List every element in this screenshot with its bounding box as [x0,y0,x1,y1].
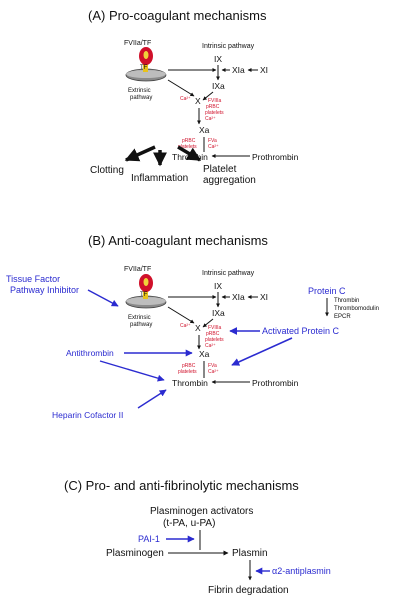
panel-a-title: (A) Pro-coagulant mechanisms [88,8,267,23]
factor-xi: XI [260,65,268,75]
ixa-cofactor-4: Ca²⁺ [205,116,216,122]
tfpi-label-2: Pathway Inhibitor [10,285,79,295]
activator-2: Thrombomodulin [334,306,379,312]
tfpi-label-1: Tissue Factor [6,274,60,284]
fviia-core [143,51,149,59]
xa-left-2: platelets [178,144,197,150]
platelet-top-b [126,297,166,305]
extrinsic-label-b1: Extrinsic [128,315,151,321]
arrow-fviia-to-x [167,79,195,97]
plasminogen: Plasminogen [106,548,164,559]
ixa-cofactor-3: platelets [205,110,224,116]
prothrombin: Prothrombin [252,152,299,162]
antithrombin: Antithrombin [66,348,114,358]
fviia-tf-complex-illustration-b: FVIIa/TF TF [124,266,167,309]
factor-xa-b: Xa [199,349,210,359]
xa-right-b2: Ca²⁺ [208,369,219,375]
ixa-cofactor-b2: pRBC [206,331,220,337]
xa-right-b1: FVa [208,363,217,369]
ixa-cofactor-b4: Ca²⁺ [205,343,216,349]
factor-xi-b: XI [260,292,268,302]
factor-x: X [195,96,201,106]
tf-label-b: TF [140,292,148,298]
factor-ix-b: IX [214,281,222,291]
panel-c: (C) Pro- and anti-fibrinolytic mechanism… [64,478,331,596]
factor-x-b: X [195,323,201,333]
tf-label: TF [140,65,148,71]
arrow-antithrombin-to-thrombin [99,360,165,382]
fviia-tf-label-b: FVIIa/TF [124,266,151,273]
thrombin-b: Thrombin [172,378,208,388]
factor-ixa: IXa [212,81,225,91]
factor-ixa-b: IXa [212,308,225,318]
pai-1: PAI-1 [138,534,160,544]
xa-right-1: FVa [208,138,217,144]
ixa-cofactor-b1: FVIIIa [208,325,222,331]
panel-c-title: (C) Pro- and anti-fibrinolytic mechanism… [64,478,299,493]
clotting: Clotting [90,165,124,176]
intrinsic-label: Intrinsic pathway [202,43,255,50]
factor-xia-b: XIa [232,292,245,302]
activated-protein-c: Activated Protein C [262,326,340,336]
heparin-cofactor: Heparin Cofactor II [52,410,123,420]
activator-1: Thrombin [334,298,359,304]
extrinsic-label-b2: pathway [130,322,152,328]
inflammation: Inflammation [131,173,188,184]
arrow-heparin-to-thrombin [137,389,167,409]
arrow-ixa-to-x-b [202,318,214,328]
panel-b-title: (B) Anti-coagulant mechanisms [88,233,268,248]
activator-3: EPCR [334,314,351,320]
xa-left-1: pRBC [182,138,196,144]
panel-a: (A) Pro-coagulant mechanisms FVIIa/TF TF… [88,8,299,186]
arrow-to-platelet [177,145,202,162]
ixa-cofactor-2: pRBC [206,104,220,110]
panel-b: (B) Anti-coagulant mechanisms Tissue Fac… [6,233,379,420]
platelet-1: Platelet [203,164,237,175]
tf-stalk-b [143,285,148,299]
alpha2-antiplasmin: α2-antiplasmin [272,566,331,576]
ca-left: Ca²⁺ [180,96,191,102]
xa-left-b1: pRBC [182,363,196,369]
plasmin: Plasmin [232,548,268,559]
platelet-2: aggregation [203,175,256,186]
protein-c: Protein C [308,286,346,296]
fibrin-degradation: Fibrin degradation [208,585,289,596]
factor-ix: IX [214,54,222,64]
arrow-ixa-to-x [202,91,214,101]
plasminogen-activators-2: (t-PA, u-PA) [163,518,215,529]
fviia-tf-label: FVIIa/TF [124,40,151,47]
fviia-tf-complex-illustration: FVIIa/TF TF [124,40,167,82]
extrinsic-label-2: pathway [130,95,152,101]
extrinsic-label-1: Extrinsic [128,88,151,94]
prothrombin-b: Prothrombin [252,378,299,388]
xa-right-2: Ca²⁺ [208,144,219,150]
ixa-cofactor-1: FVIIIa [208,98,222,104]
platelet-top [126,70,166,78]
ixa-cofactor-b3: platelets [205,337,224,343]
arrow-to-clotting [124,145,156,162]
tf-stalk [143,58,148,72]
intrinsic-label-b: Intrinsic pathway [202,270,255,277]
factor-xa: Xa [199,125,210,135]
arrow-tfpi [87,289,119,307]
xa-left-b2: platelets [178,369,197,375]
arrow-fviia-to-x-b [167,306,195,324]
factor-xia: XIa [232,65,245,75]
arrow-apc-to-fva [231,337,293,366]
ca-left-b: Ca²⁺ [180,323,191,329]
plasminogen-activators-1: Plasminogen activators [150,506,253,517]
fviia-core-b [143,278,149,286]
